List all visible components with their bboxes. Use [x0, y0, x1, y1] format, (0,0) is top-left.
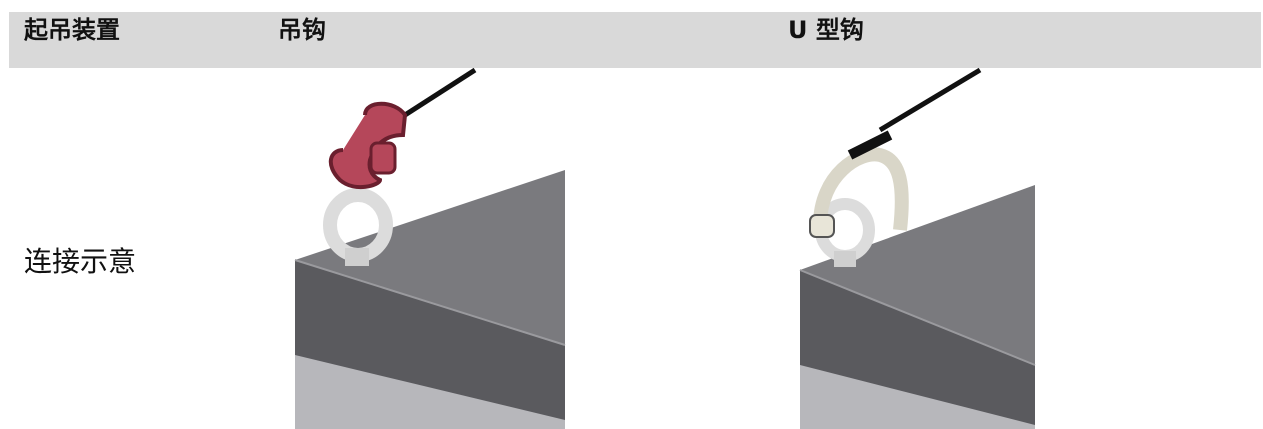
swivel-hook: [328, 101, 408, 190]
u-shackle-connection-illustration: [799, 67, 1036, 429]
hook-connection-illustration: [294, 67, 566, 429]
header-u-shackle: U 型钩: [788, 16, 864, 44]
sling-cable: [403, 67, 477, 118]
box-lower-band: [295, 355, 565, 429]
box-lower-band: [800, 365, 1035, 429]
table-header-bar: [9, 12, 1261, 68]
header-lifting-device: 起吊装置: [24, 16, 120, 44]
row-label-connection-diagram: 连接示意: [24, 245, 137, 278]
sling-cable: [878, 67, 982, 133]
header-hook: 吊钩: [278, 16, 326, 44]
u-shackle: [813, 147, 909, 231]
